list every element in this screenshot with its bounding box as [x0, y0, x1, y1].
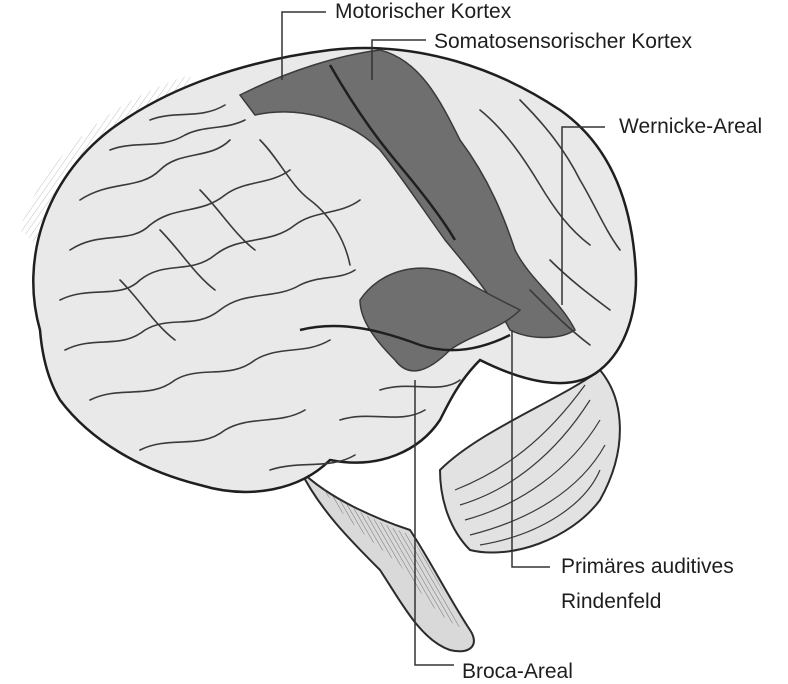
highlight-lateral-region [359, 267, 522, 372]
leader-line-auditory [511, 330, 550, 568]
central-sulcus [328, 64, 457, 241]
label-motor-cortex: Motorischer Kortex [335, 0, 512, 23]
label-auditory-cortex-line1: Primäres auditives [561, 555, 734, 578]
label-auditory-cortex-line2: Rindenfeld [561, 590, 662, 613]
leader-line-somatosensory [371, 39, 426, 80]
cerebellum-folia [454, 384, 606, 546]
leader-line-wernicke [561, 126, 605, 305]
gyri-lines [59, 99, 621, 471]
label-somatosensory-cortex: Somatosensorischer Kortex [434, 30, 692, 53]
leader-line-broca [414, 380, 454, 666]
brainstem-hatch [320, 485, 462, 628]
label-broca-area: Broca-Areal [462, 660, 573, 683]
cerebellum [438, 368, 621, 554]
cerebrum [32, 46, 638, 494]
leader-line-motor [281, 11, 326, 80]
leader-lines [281, 11, 605, 666]
brainstem [299, 469, 475, 653]
highlight-motor-somatosensory [238, 49, 576, 339]
lateral-sulcus [299, 324, 511, 352]
label-wernicke-area: Wernicke-Areal [619, 115, 763, 138]
